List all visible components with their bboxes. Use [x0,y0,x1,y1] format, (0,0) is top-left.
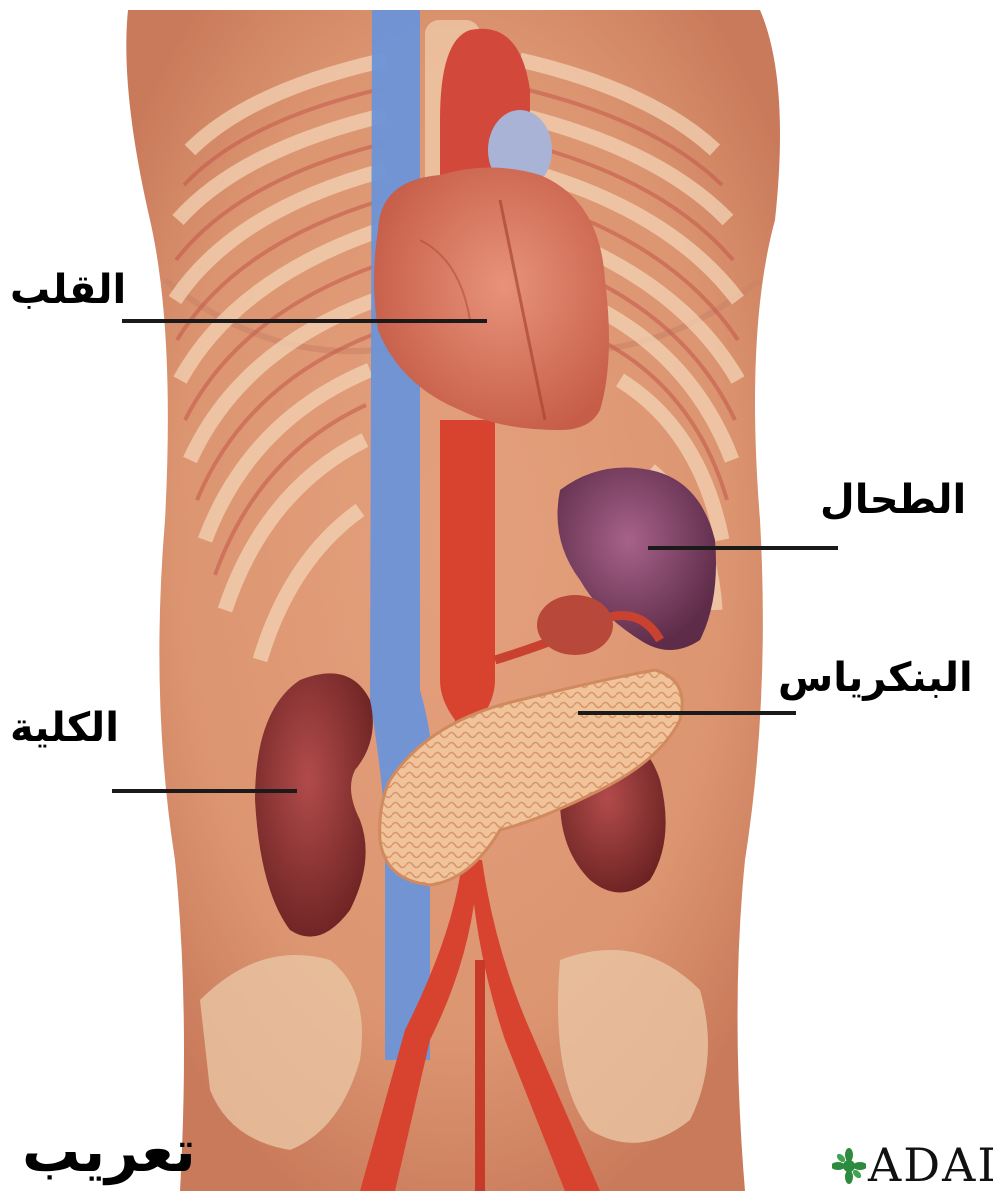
pancreas-label: البنكرياس [778,658,973,698]
kidney-leader-line [112,789,297,793]
spleen-leader-line [648,546,838,550]
spleen-label: الطحال [820,480,966,520]
translation-credit: تعريب [22,1122,196,1180]
heart-label: القلب [10,270,126,310]
leaf-icon [832,1148,866,1184]
logo-text: ADAI [868,1142,993,1188]
stomach-part [537,595,613,655]
heart-leader-line [122,319,487,323]
kidney-label: الكلية [10,708,119,748]
pancreas-leader-line [578,711,796,715]
adam-logo: ADAI [832,1138,993,1191]
